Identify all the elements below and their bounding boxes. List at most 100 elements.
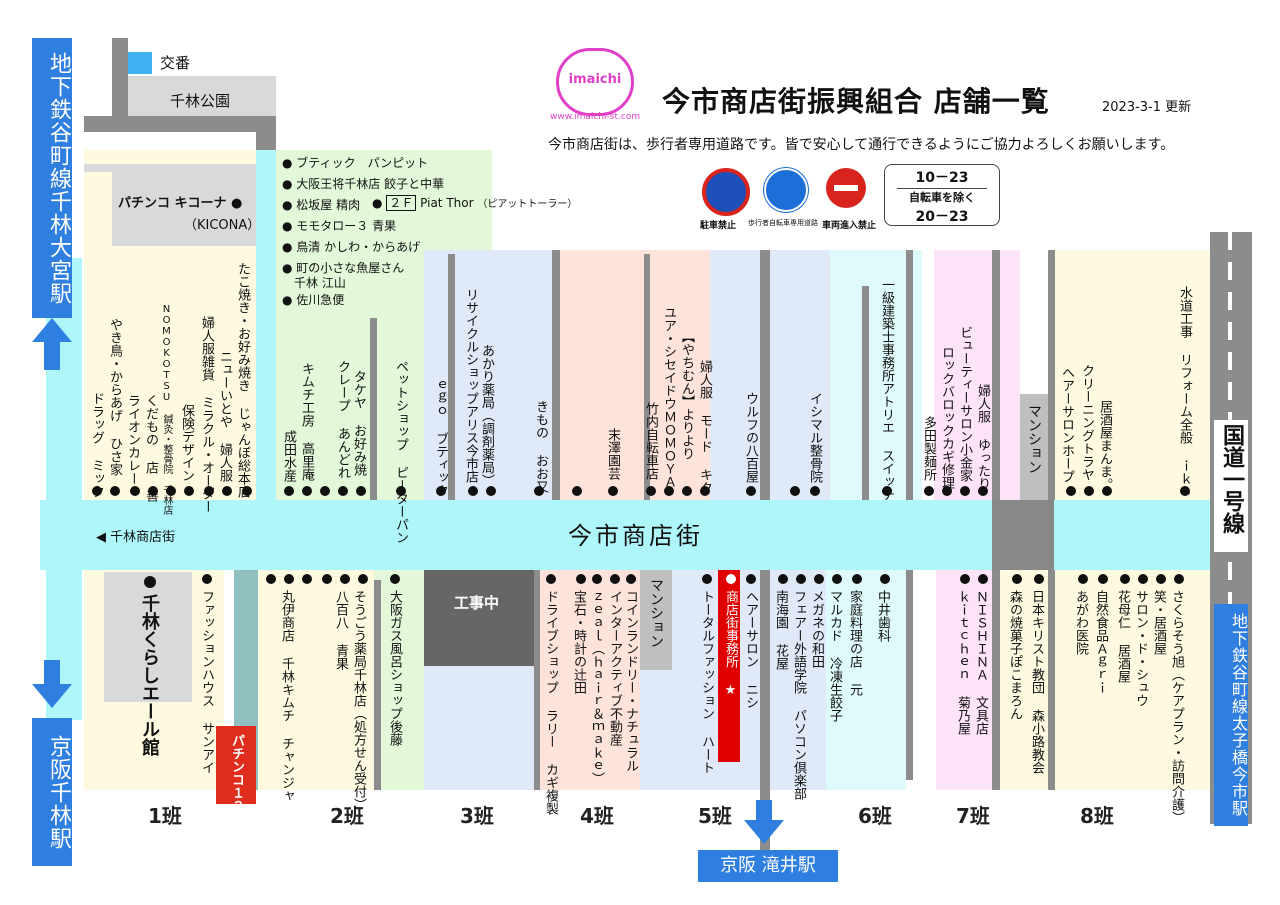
shop: 居酒屋まんま。 [1097, 400, 1112, 491]
block-7-south [936, 570, 992, 790]
shop-marker [1102, 486, 1112, 496]
han-label: 7班 [956, 804, 990, 828]
shop-marker [148, 486, 158, 496]
sep [374, 580, 381, 790]
shop: インターアクティブ不動産 [607, 590, 622, 746]
west-street-label: ◀ 千林商店街 [96, 530, 176, 545]
shop-marker [486, 486, 496, 496]
shop-marker [204, 486, 214, 496]
shop: 婦人服 ゆったり [975, 384, 990, 490]
kicona-building [112, 172, 256, 246]
shop-marker [682, 486, 692, 496]
shop: 宝石・時計の辻田 [571, 590, 586, 694]
han-label: 3班 [460, 804, 494, 828]
no-entry-icon [826, 168, 866, 208]
shop: 末澤園芸 [605, 428, 620, 480]
shop: コインランドリー・ナチュラル [623, 590, 638, 772]
block-6a-south [770, 570, 826, 790]
shop: 婦人服 モード キク [697, 360, 712, 494]
shop: ｋｉｔｃｈｅｎ 菊乃屋 [955, 590, 970, 735]
sep [644, 254, 650, 500]
shop: ペットショップ ピーターパン [393, 360, 408, 544]
shop-marker [810, 486, 820, 496]
shop: 家庭料理の店 元 [847, 590, 862, 696]
shop: 千林くらしエール館 [139, 594, 160, 756]
sep [862, 286, 869, 500]
shop-marker [960, 486, 970, 496]
shop-marker [322, 574, 332, 584]
shop: 笑・居酒屋 [1151, 590, 1166, 655]
han-label: 4班 [580, 804, 614, 828]
hours-bike: 20－23 [915, 209, 969, 225]
office-block [718, 570, 740, 762]
shop-marker [978, 486, 988, 496]
shop: 自然食品Ａｇｒｉ [1093, 590, 1108, 694]
cross-alley [992, 500, 1054, 570]
shop: やき鳥・からあげ ひさ家 [107, 318, 122, 476]
shop: 成田水産 [281, 430, 296, 482]
shop-marker [534, 486, 544, 496]
road-gray [112, 38, 128, 128]
route-1-label: 国道一号線 [1219, 424, 1244, 534]
road-gray-v [256, 116, 276, 150]
shop: 花母仁 居酒屋 [1115, 590, 1130, 683]
shop-marker [184, 486, 194, 496]
kicona-roof [84, 164, 256, 172]
park-label: 千林公園 [170, 92, 231, 110]
shop: NOMOKOTSU 鍼灸・整骨院 千林店 [161, 304, 172, 515]
block-7-north [934, 250, 992, 500]
pedestrian-label: 歩行者自転車専用道路 [748, 219, 818, 227]
shop: ライオンカレー [125, 394, 140, 485]
list-item: ● 松坂屋 精肉 [282, 198, 361, 212]
han-label: 1班 [148, 804, 182, 828]
list-item: ● 鳥清 かしわ・からあげ [282, 240, 421, 254]
shop-marker [664, 486, 674, 496]
shop-marker [942, 486, 952, 496]
logo-url: www.imaichi-st.com [550, 112, 641, 122]
block-7b-north [1000, 250, 1020, 500]
shop-marker [320, 486, 330, 496]
construction-label: 工事中 [454, 594, 500, 612]
list-item: ● モモタロー３ 青果 [282, 219, 397, 233]
shop: マルカド 冷凍生餃子 [827, 590, 842, 722]
shop-marker [166, 486, 176, 496]
shop: ロックバロックカギ修理 [939, 346, 954, 489]
kicona-sub: （KICONA） [184, 218, 261, 233]
no-parking-icon [702, 168, 750, 216]
sep [906, 250, 913, 500]
block-2b-south [374, 570, 424, 790]
kicona-name: パチンコ キコーナ ● [118, 196, 243, 211]
shop: サロン・ド・シュウ [1133, 590, 1148, 707]
block-8-north [1054, 250, 1210, 500]
shop: クリーニングトラヤ [1079, 364, 1094, 481]
han-label: 2班 [330, 804, 364, 828]
sep [906, 570, 913, 780]
shop: ｚｅａｌ（ｈａｉｒ＆ｍａｋｅ） [589, 590, 604, 785]
sep [552, 250, 560, 500]
office-marker [726, 574, 736, 584]
han-label: 8班 [1080, 804, 1114, 828]
shop: ニューいとや 婦人服 [217, 350, 232, 482]
shop-marker [608, 486, 618, 496]
shop: ｅｇｏ ブティック [433, 378, 448, 497]
koban-label: 交番 [160, 54, 191, 72]
shop: ＮＩＳＨＩＮＡ 文具店 [973, 590, 988, 735]
block-3-north [424, 250, 552, 500]
shop: 水道工事 リフォーム全般 ｉｋｓ [1177, 286, 1192, 498]
piat-floor: ● ２Ｆ Piat Thor （ピアットトーラー） [372, 195, 578, 211]
shop-marker [978, 574, 988, 584]
shop-marker [1180, 486, 1190, 496]
sep [534, 570, 540, 790]
arrow-up-stem [44, 342, 60, 370]
shop-marker [1098, 574, 1108, 584]
shop-marker [960, 574, 970, 584]
shop: フェアー外語学院 パソコン倶楽部 [791, 590, 806, 800]
shop: あがわ医院 [1073, 590, 1088, 655]
block-5-north [710, 250, 762, 500]
hours-note: 自転車を除く [897, 188, 987, 205]
block-7b-south [1000, 570, 1048, 790]
shop-marker [302, 574, 312, 584]
block-4-south [540, 570, 640, 790]
shop-marker [626, 574, 636, 584]
